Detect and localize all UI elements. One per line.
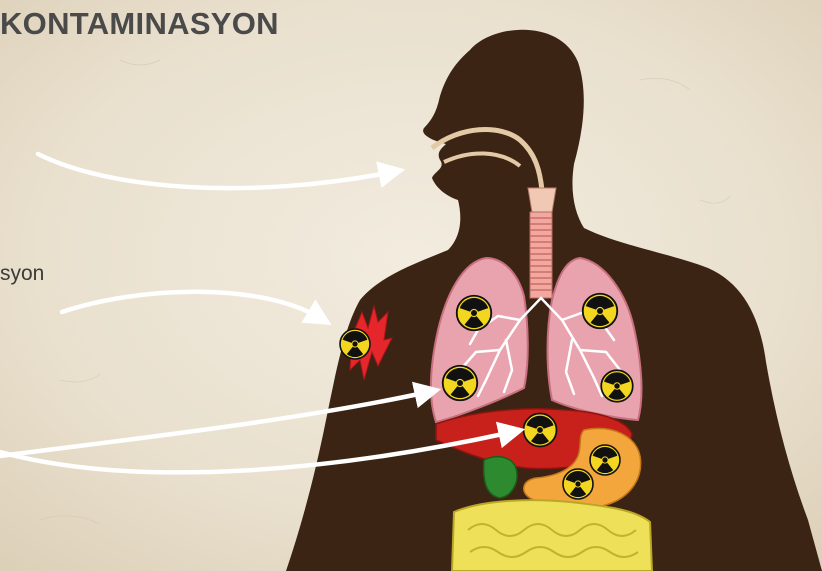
radiation-icon-arm: [340, 329, 370, 359]
trachea: [528, 188, 556, 298]
diagram-title: KONTAMINASYON: [0, 6, 279, 42]
radiation-icon-left-lung-upper: [457, 296, 492, 331]
radiation-icon-left-lung-lower: [443, 366, 478, 401]
label-wound-contamination: syon: [0, 262, 44, 286]
radiation-icon-stomach-upper: [590, 445, 620, 475]
radiation-icon-right-lung-lower: [601, 370, 633, 402]
radiation-icon-stomach-lower: [563, 469, 593, 499]
radiation-icon-liver: [524, 414, 557, 447]
radiation-icon-right-lung-upper: [583, 294, 618, 329]
gallbladder: [484, 457, 517, 498]
